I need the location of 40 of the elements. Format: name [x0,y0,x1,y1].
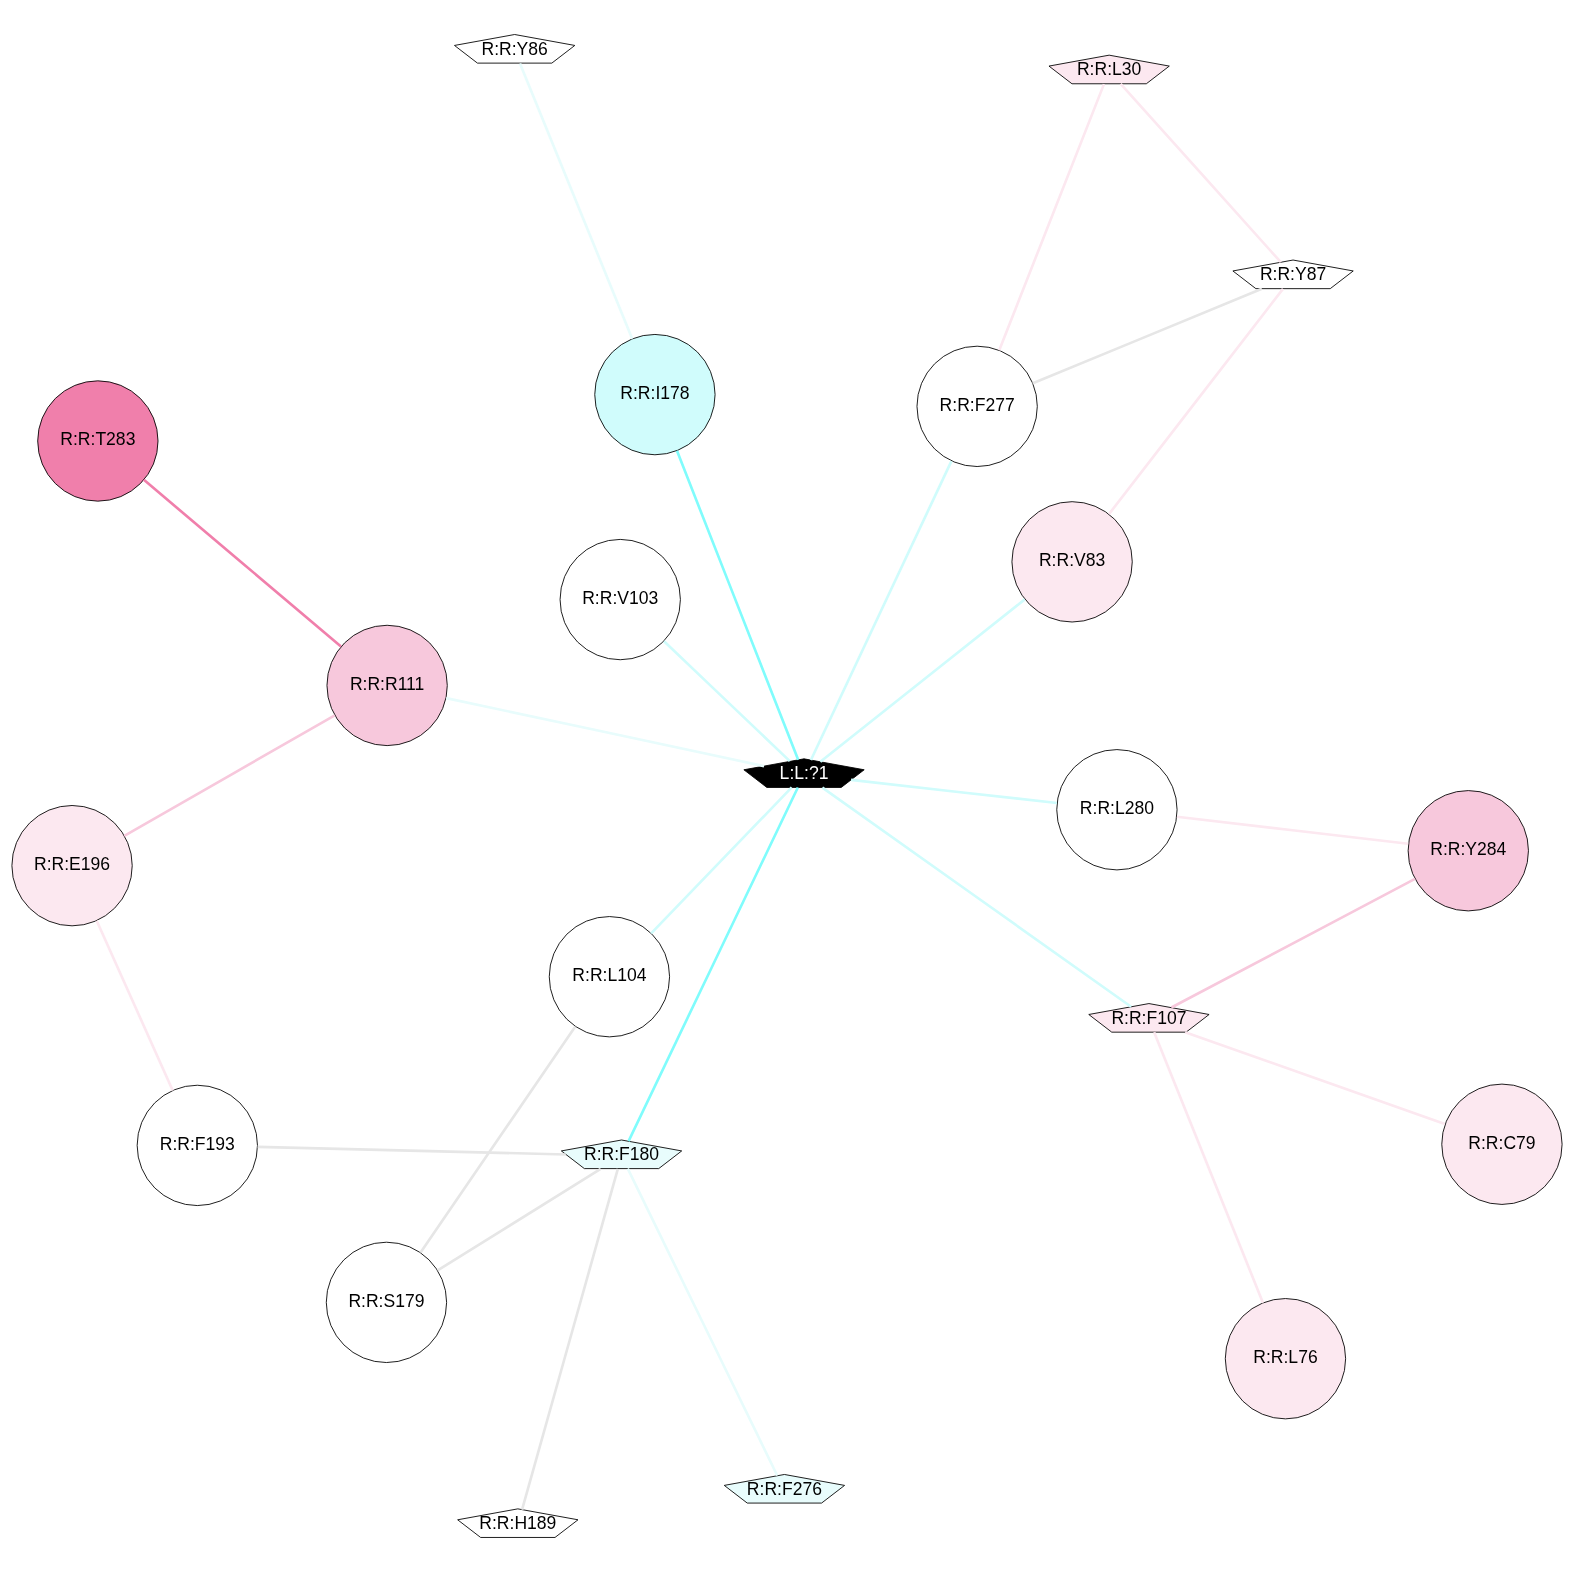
connector [850,778,1058,804]
connector [626,1167,779,1476]
node-circle: R:R:R111 [326,624,448,746]
connector [998,83,1106,351]
connector [1184,1030,1446,1125]
connector [520,1168,620,1510]
connector [518,62,634,339]
connector [819,597,1026,763]
node-circle: R:R:F193 [136,1084,258,1206]
node-circle: R:R:S179 [325,1241,448,1363]
connector [123,713,336,837]
connector [675,449,800,760]
connector [821,786,1132,1008]
connector [1108,287,1285,515]
node-circle: R:R:E196 [11,804,133,926]
connector [1170,877,1416,1009]
node-circle: R:R:V103 [559,538,681,660]
node-circle: R:R:L280 [1056,748,1178,870]
connector [257,1145,566,1156]
node-circle: R:R:L76 [1224,1297,1347,1419]
connector [809,460,953,761]
node-circle: R:R:Y284 [1407,789,1529,911]
connector [436,1167,602,1272]
node-circle: R:R:V83 [1011,500,1133,622]
connector [445,696,765,767]
node-circle: R:R:C79 [1441,1083,1563,1205]
node-circle: R:R:I178 [594,333,716,455]
connector [650,786,793,934]
connector [663,639,791,762]
node-circle: R:R:L104 [548,915,671,1037]
connector [143,478,342,647]
node-circle: R:R:T283 [37,379,159,502]
node-circle: R:R:F277 [916,345,1038,467]
connector [1032,287,1263,385]
connector [1119,82,1282,263]
connector [95,919,174,1091]
connector [1152,1031,1265,1303]
connector [419,1025,577,1253]
connector [627,786,800,1142]
connector [1176,814,1409,845]
